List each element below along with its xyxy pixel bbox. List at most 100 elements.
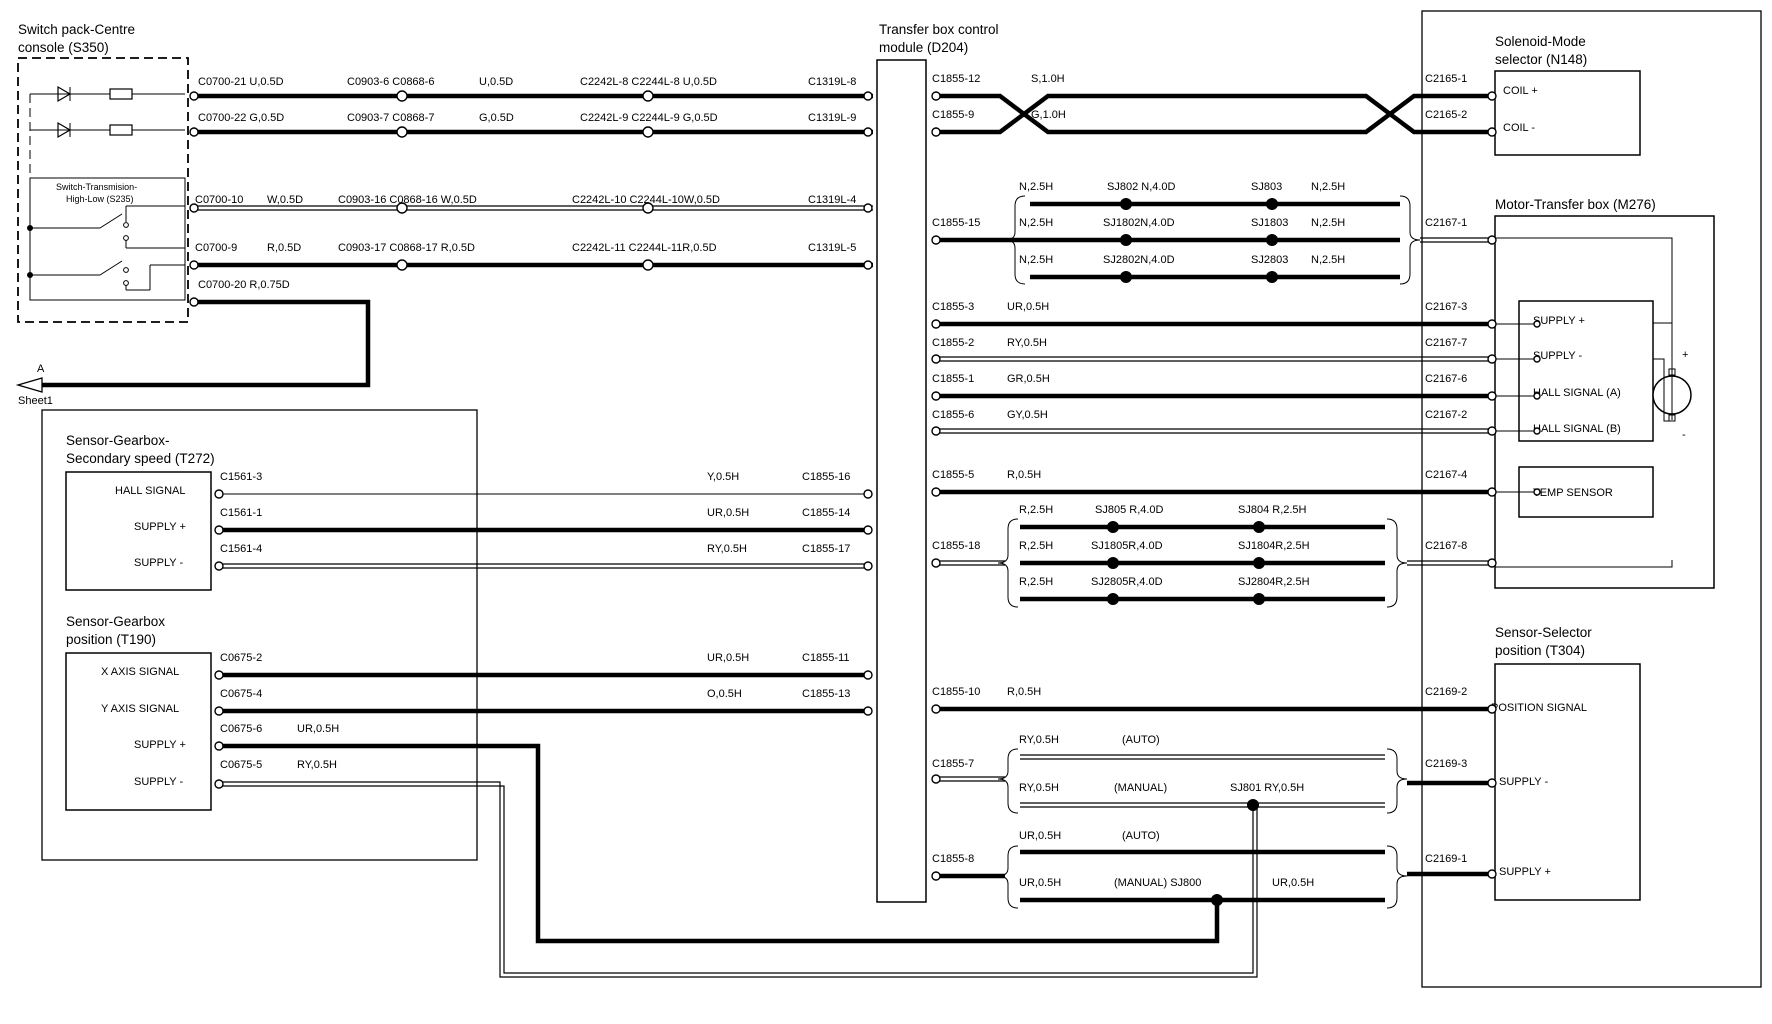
wire-label: SJ2802N,4.0D [1103,254,1175,266]
wire-c0675-5 [219,781,1258,978]
connector-pin [931,91,941,101]
d204-body [876,59,927,903]
splice-brace [997,518,1019,608]
s235-title-line1: Switch-Transmision- [56,182,137,192]
wire-label: C1855-12 [932,73,980,85]
t190-pin-y-axis: Y AXIS SIGNAL [101,703,179,715]
connector-pin [1487,487,1497,497]
wire-ry-auto [1020,754,1385,760]
offsheet-label: Sheet1 [18,395,53,407]
wire-label: GR,0.5H [1007,373,1050,385]
connector-pin [931,127,941,137]
t272-title-line1: Sensor-Gearbox- [66,433,170,448]
wire-label: C1855-18 [932,540,980,552]
switch-pack-s350: Switch pack-Centre console (S350) Switch… [17,22,189,323]
wire-label: R,0.5H [1007,469,1041,481]
motor-m276: Motor-Transfer box (M276) SUPPLY + SUPPL… [1494,197,1715,589]
splice-junction [1266,234,1278,246]
connector-pin [1487,319,1497,329]
n148-title-line1: Solenoid-Mode [1495,34,1586,49]
wire-label: C1855-16 [802,471,850,483]
wire-label: SJ1803 [1251,217,1288,229]
wire-label: C1855-15 [932,217,980,229]
splice-brace [1004,195,1026,285]
splice-brace [1399,195,1421,285]
inline-connector [642,90,654,102]
m276-body [1494,215,1715,589]
wire-c2167-8 [1407,560,1492,566]
connector-pin [1487,91,1497,101]
splice-junction [1120,198,1132,210]
wire-c1855-9 [936,93,1392,135]
transfer-box-outline [1421,10,1762,988]
wire-label: C0903-7 C0868-7 [347,112,434,124]
wire-label: C1855-1 [932,373,974,385]
transfer-box-enclosure [1421,10,1762,988]
splice-junction [1107,521,1119,533]
wire-label: UR,0.5H [1007,301,1049,313]
connector-pin [214,706,224,716]
wire-label: C2167-3 [1425,301,1467,313]
connector-pin [1533,488,1541,496]
wire-c1855-2 [936,356,1492,362]
wire-label: C1561-1 [220,507,262,519]
wire-label: C1319L-9 [808,112,856,124]
wire-label: C0700-10 [195,194,243,206]
wire-label: C0675-2 [220,652,262,664]
motor-plus-sign: + [1682,349,1688,361]
wire-label: C1319L-4 [808,194,856,206]
wire-label: UR,0.5H [1272,877,1314,889]
wire-label: R,2.5H [1019,576,1053,588]
wire-label: SJ803 [1251,181,1282,193]
wire-label: C2167-8 [1425,540,1467,552]
wire-label: (MANUAL) SJ800 [1114,877,1201,889]
module-d204: Transfer box control module (D204) [876,22,999,903]
wire-label: R,0.5H [1007,686,1041,698]
connector-pin [189,203,199,213]
connector-pin [931,391,941,401]
wire-ry-manual [1020,802,1385,808]
connector-pin [1487,426,1497,436]
s235-contact-terminal [123,280,129,286]
connector-pin [863,91,873,101]
connector-pin [1487,235,1497,245]
t272-pin-supply-minus: SUPPLY - [134,557,183,569]
splice-junction [1266,271,1278,283]
m276-pin-supply-minus: SUPPLY - [1533,350,1582,362]
wire-label: C2167-6 [1425,373,1467,385]
n148-body [1494,70,1641,156]
s350-title-line1: Switch pack-Centre [18,22,135,37]
connector-pin [863,203,873,213]
wire-label: C2169-1 [1425,853,1467,865]
s235-switch-contact [99,260,123,276]
connector-pin [1487,391,1497,401]
solenoid-n148: Solenoid-Mode selector (N148) COIL + COI… [1494,34,1641,156]
wire-c1855-6 [936,428,1492,434]
wire-label: UR,0.5H [1019,830,1061,842]
connector-pin [1487,127,1497,137]
motor-minus-sign: - [1682,429,1686,441]
connector-pin [931,235,941,245]
connector-pin [863,706,873,716]
inline-connector [396,90,408,102]
connector-pin [1533,392,1541,400]
wire-c1855-7 [936,776,1005,782]
t272-body [65,471,212,591]
wire-label: C1855-7 [932,758,974,770]
connector-pin [1487,704,1497,714]
wire-label: UR,0.5H [297,723,339,735]
connector-pin [931,704,941,714]
splice-brace [1386,845,1408,909]
wire-c2167-1 [1420,237,1492,243]
inline-connector [396,202,408,214]
wire-c1855-18 [936,560,1005,566]
inline-connector [396,126,408,138]
sensor-t304: Sensor-Selector position (T304) POSITION… [1491,625,1641,901]
wire-label: Y,0.5H [707,471,739,483]
wire-label: RY,0.5H [1019,782,1059,794]
wire-label: SJ805 R,4.0D [1095,504,1164,516]
wire-label: N,2.5H [1019,254,1053,266]
wire-label: C2242L-8 C2244L-8 U,0.5D [580,76,717,88]
wire-label: R,0.5D [267,242,301,254]
wire-label: C1855-2 [932,337,974,349]
